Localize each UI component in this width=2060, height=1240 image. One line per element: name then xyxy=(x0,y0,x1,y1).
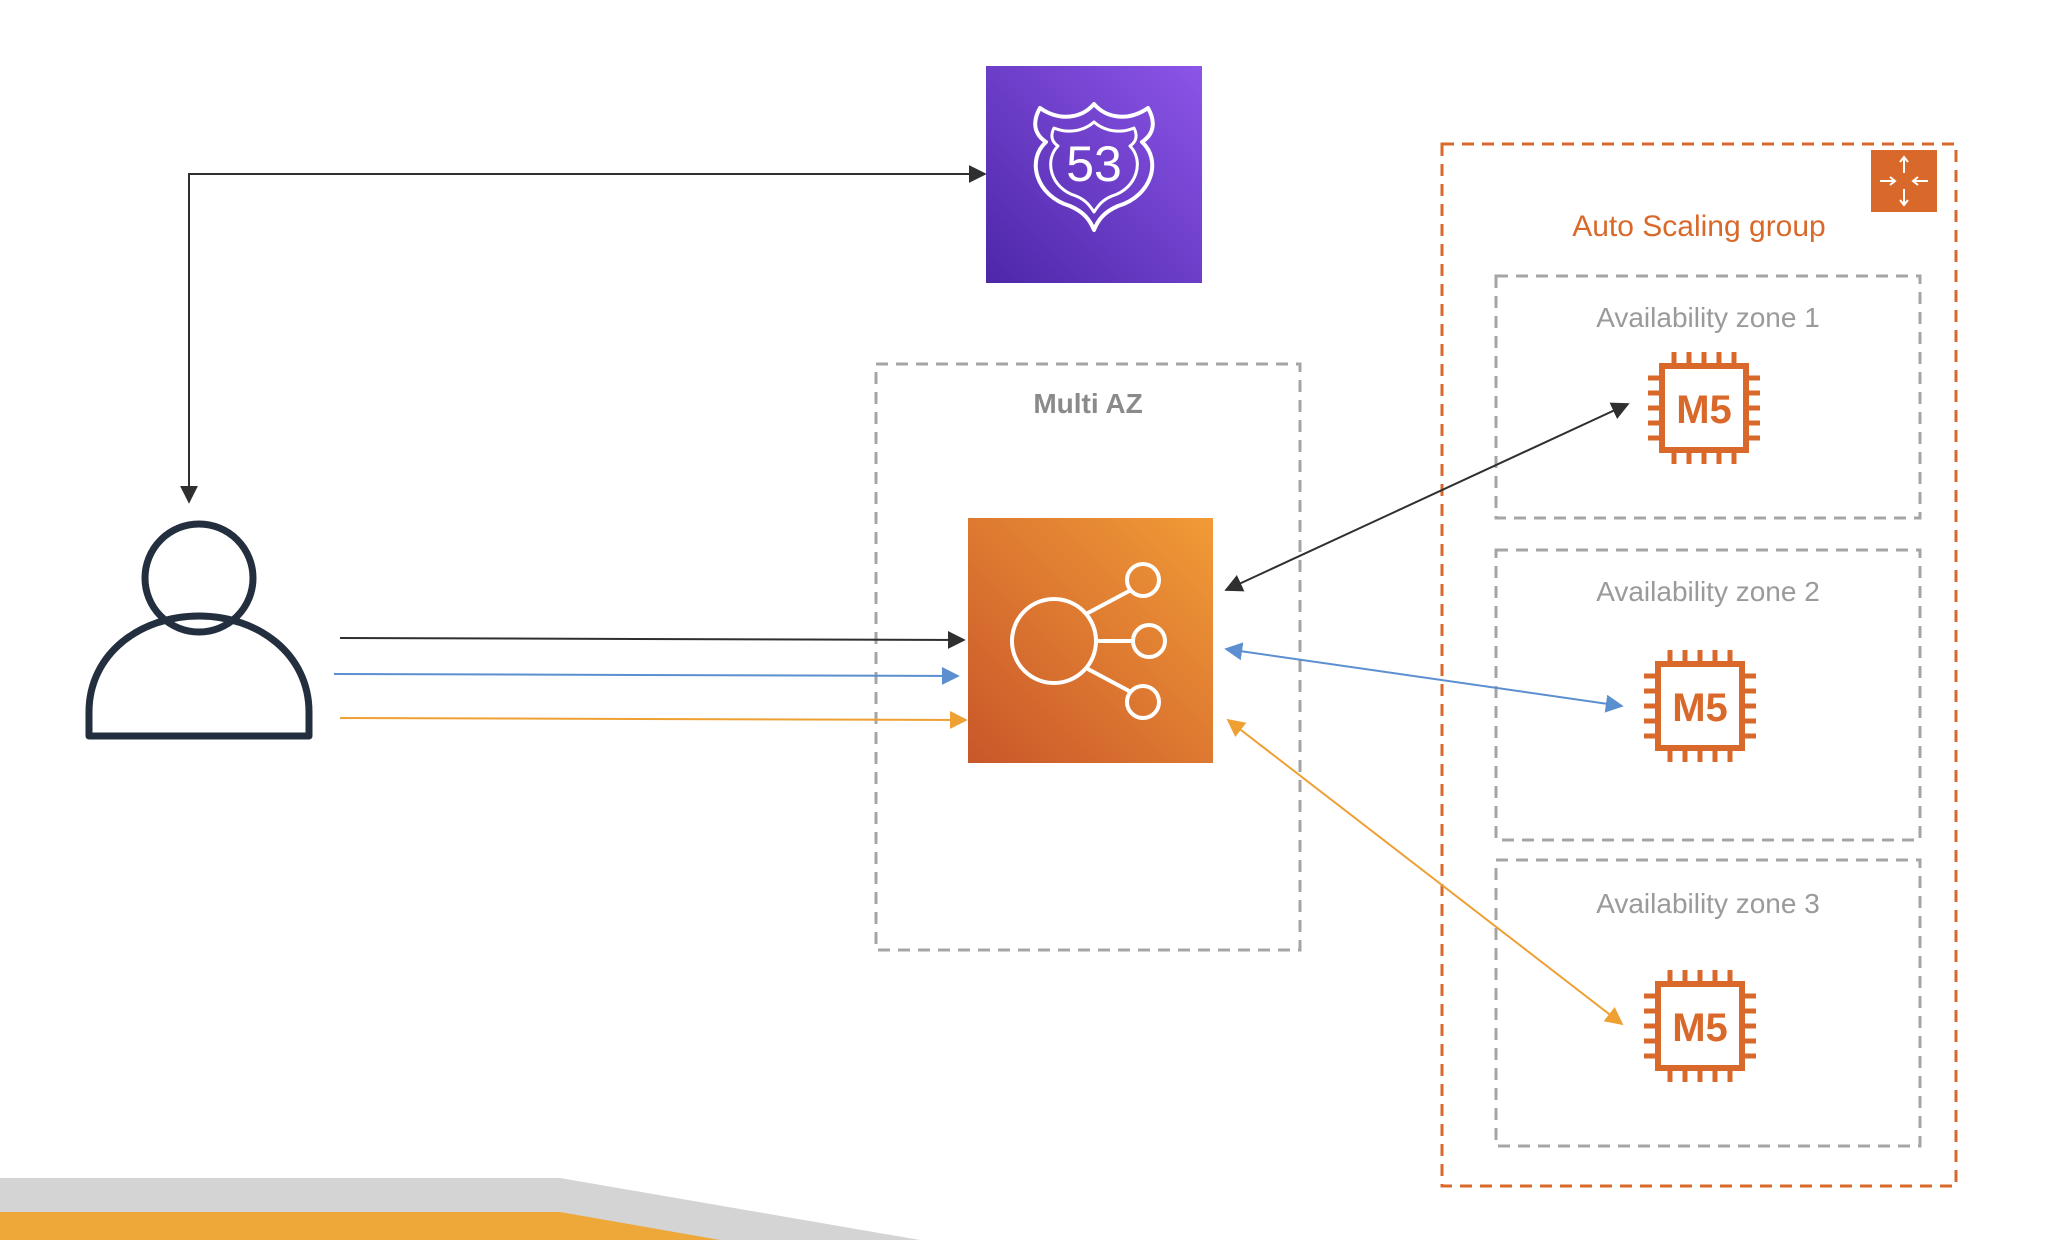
ec2-instance-icon-3: M5 xyxy=(1644,970,1756,1082)
ec2-instance-icon-2: M5 xyxy=(1644,650,1756,762)
availability-zone-label-1: Availability zone 1 xyxy=(1596,302,1820,333)
availability-zone-label-2: Availability zone 2 xyxy=(1596,576,1820,607)
availability-zone-box-3 xyxy=(1494,858,1922,1148)
instance-label-3: M5 xyxy=(1672,1006,1728,1050)
ec2-instance-icon-1: M5 xyxy=(1648,352,1760,464)
multi-az-label: Multi AZ xyxy=(1033,388,1143,419)
route53-icon: 53 xyxy=(986,66,1202,283)
auto-scaling-icon xyxy=(1871,150,1937,212)
instance-label-1: M5 xyxy=(1676,388,1732,432)
load-balancer-icon xyxy=(968,518,1213,763)
instance-label-2: M5 xyxy=(1672,686,1728,730)
arrow-elb-instance-3 xyxy=(1226,718,1624,1026)
arrow-user-elb-blue xyxy=(333,666,960,685)
auto-scaling-group-label: Auto Scaling group xyxy=(1572,210,1826,243)
availability-zone-label-3: Availability zone 3 xyxy=(1596,888,1820,919)
footer-stripes xyxy=(0,1178,920,1240)
arrow-user-elb-orange xyxy=(339,710,968,729)
arrow-elb-instance-1 xyxy=(1224,402,1630,592)
route53-number: 53 xyxy=(1066,136,1122,192)
availability-zone-box-1 xyxy=(1494,274,1922,520)
arrow-user-elb-black xyxy=(339,630,966,649)
multi-az-box xyxy=(874,362,1302,952)
arrow-user-route53 xyxy=(180,165,987,504)
user-icon xyxy=(85,520,313,740)
arrow-elb-instance-2 xyxy=(1224,642,1624,713)
